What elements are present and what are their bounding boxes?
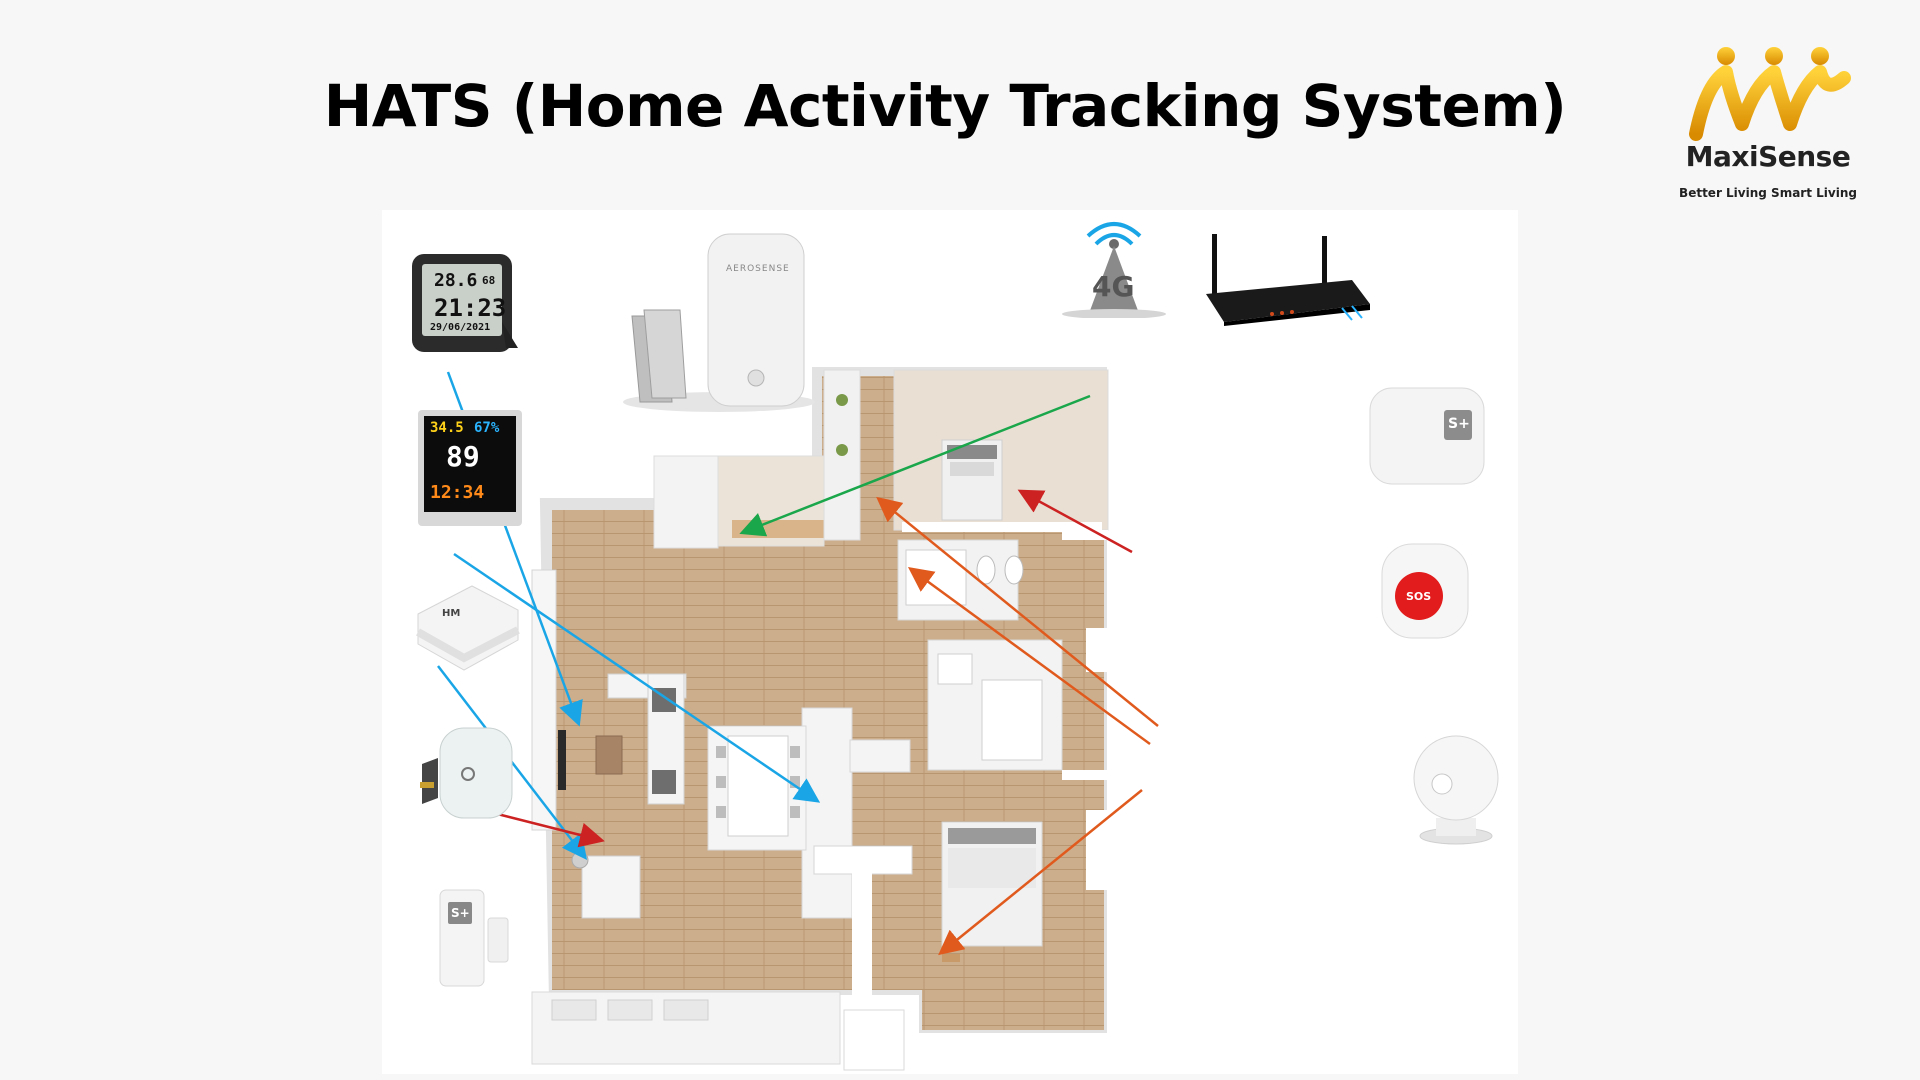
climate-date: 29/06/2021 [430,322,491,333]
arrow-sos-to-bathroom [1017,489,1133,554]
sos-label: SOS [1406,590,1432,603]
floor-plan-svg [437,353,1159,1071]
arrow-co-to-kitchen [453,552,821,803]
air-quality-icon [418,410,522,526]
apartment-floor-plan [524,353,1121,1071]
router-icon [1206,234,1370,326]
arrow-motion-to-bedroom [938,789,1143,956]
aerosense-brand: AEROSENSE [726,264,790,274]
hub-icon [1369,387,1485,485]
door-sensor-logo: S+ [451,906,470,920]
arrow-motion-to-bath1 [876,496,1159,727]
logo-tagline: Better Living Smart Living [1679,186,1857,200]
maxisense-figures-icon [1689,47,1851,141]
motion-sensor-icon [1413,735,1499,845]
co-sensor-icon [416,585,520,671]
air-quality-monitor-device: 34.5 67% 89 12:34 [416,406,524,530]
router-device [1202,234,1372,326]
hub-logo: S+ [1448,416,1470,432]
sos-icon [1381,543,1469,639]
floor-plan-diagram: 28.6 68 21:23 29/06/2021 34.5 67% 89 12:… [382,210,1518,1074]
smart-hub-device: S+ [1368,386,1486,490]
climate-display-device: 28.6 68 21:23 29/06/2021 [410,252,518,356]
climate-humidity: 68 [482,274,496,287]
logo-name: MaxiSense [1685,140,1851,173]
climate-display-icon [412,254,518,352]
aerosense-radar-device: AEROSENSE [614,230,824,416]
aq-time: 12:34 [430,482,485,503]
cellular-4g-tower: 4G [1058,214,1170,318]
door-sensor-device: S+ [438,888,522,988]
sos-button-device: SOS [1374,540,1474,640]
maxisense-logo: MaxiSense Better Living Smart Living [1668,44,1868,204]
arrow-hub-to-closet [739,394,1091,537]
aq-humidity: 67% [474,420,500,436]
climate-temperature: 28.6 [434,270,478,291]
door-sensor-icon [439,889,509,987]
page-title: HATS (Home Activity Tracking System) [323,72,1567,140]
cellular-label: 4G [1092,270,1135,303]
climate-time: 21:23 [434,294,507,322]
aq-pm: 89 [446,440,480,473]
co-sensor-device: HM [412,580,522,676]
aerosense-icon [623,233,815,412]
aq-temperature: 34.5 [430,420,464,436]
smart-plug-icon [420,727,513,819]
arrow-motion-to-bath2 [907,567,1151,746]
co-sensor-logo: HM [442,608,461,619]
motion-sensor-device [1410,726,1510,846]
smart-plug-device [418,718,518,828]
signal-tower-icon [1062,222,1166,318]
